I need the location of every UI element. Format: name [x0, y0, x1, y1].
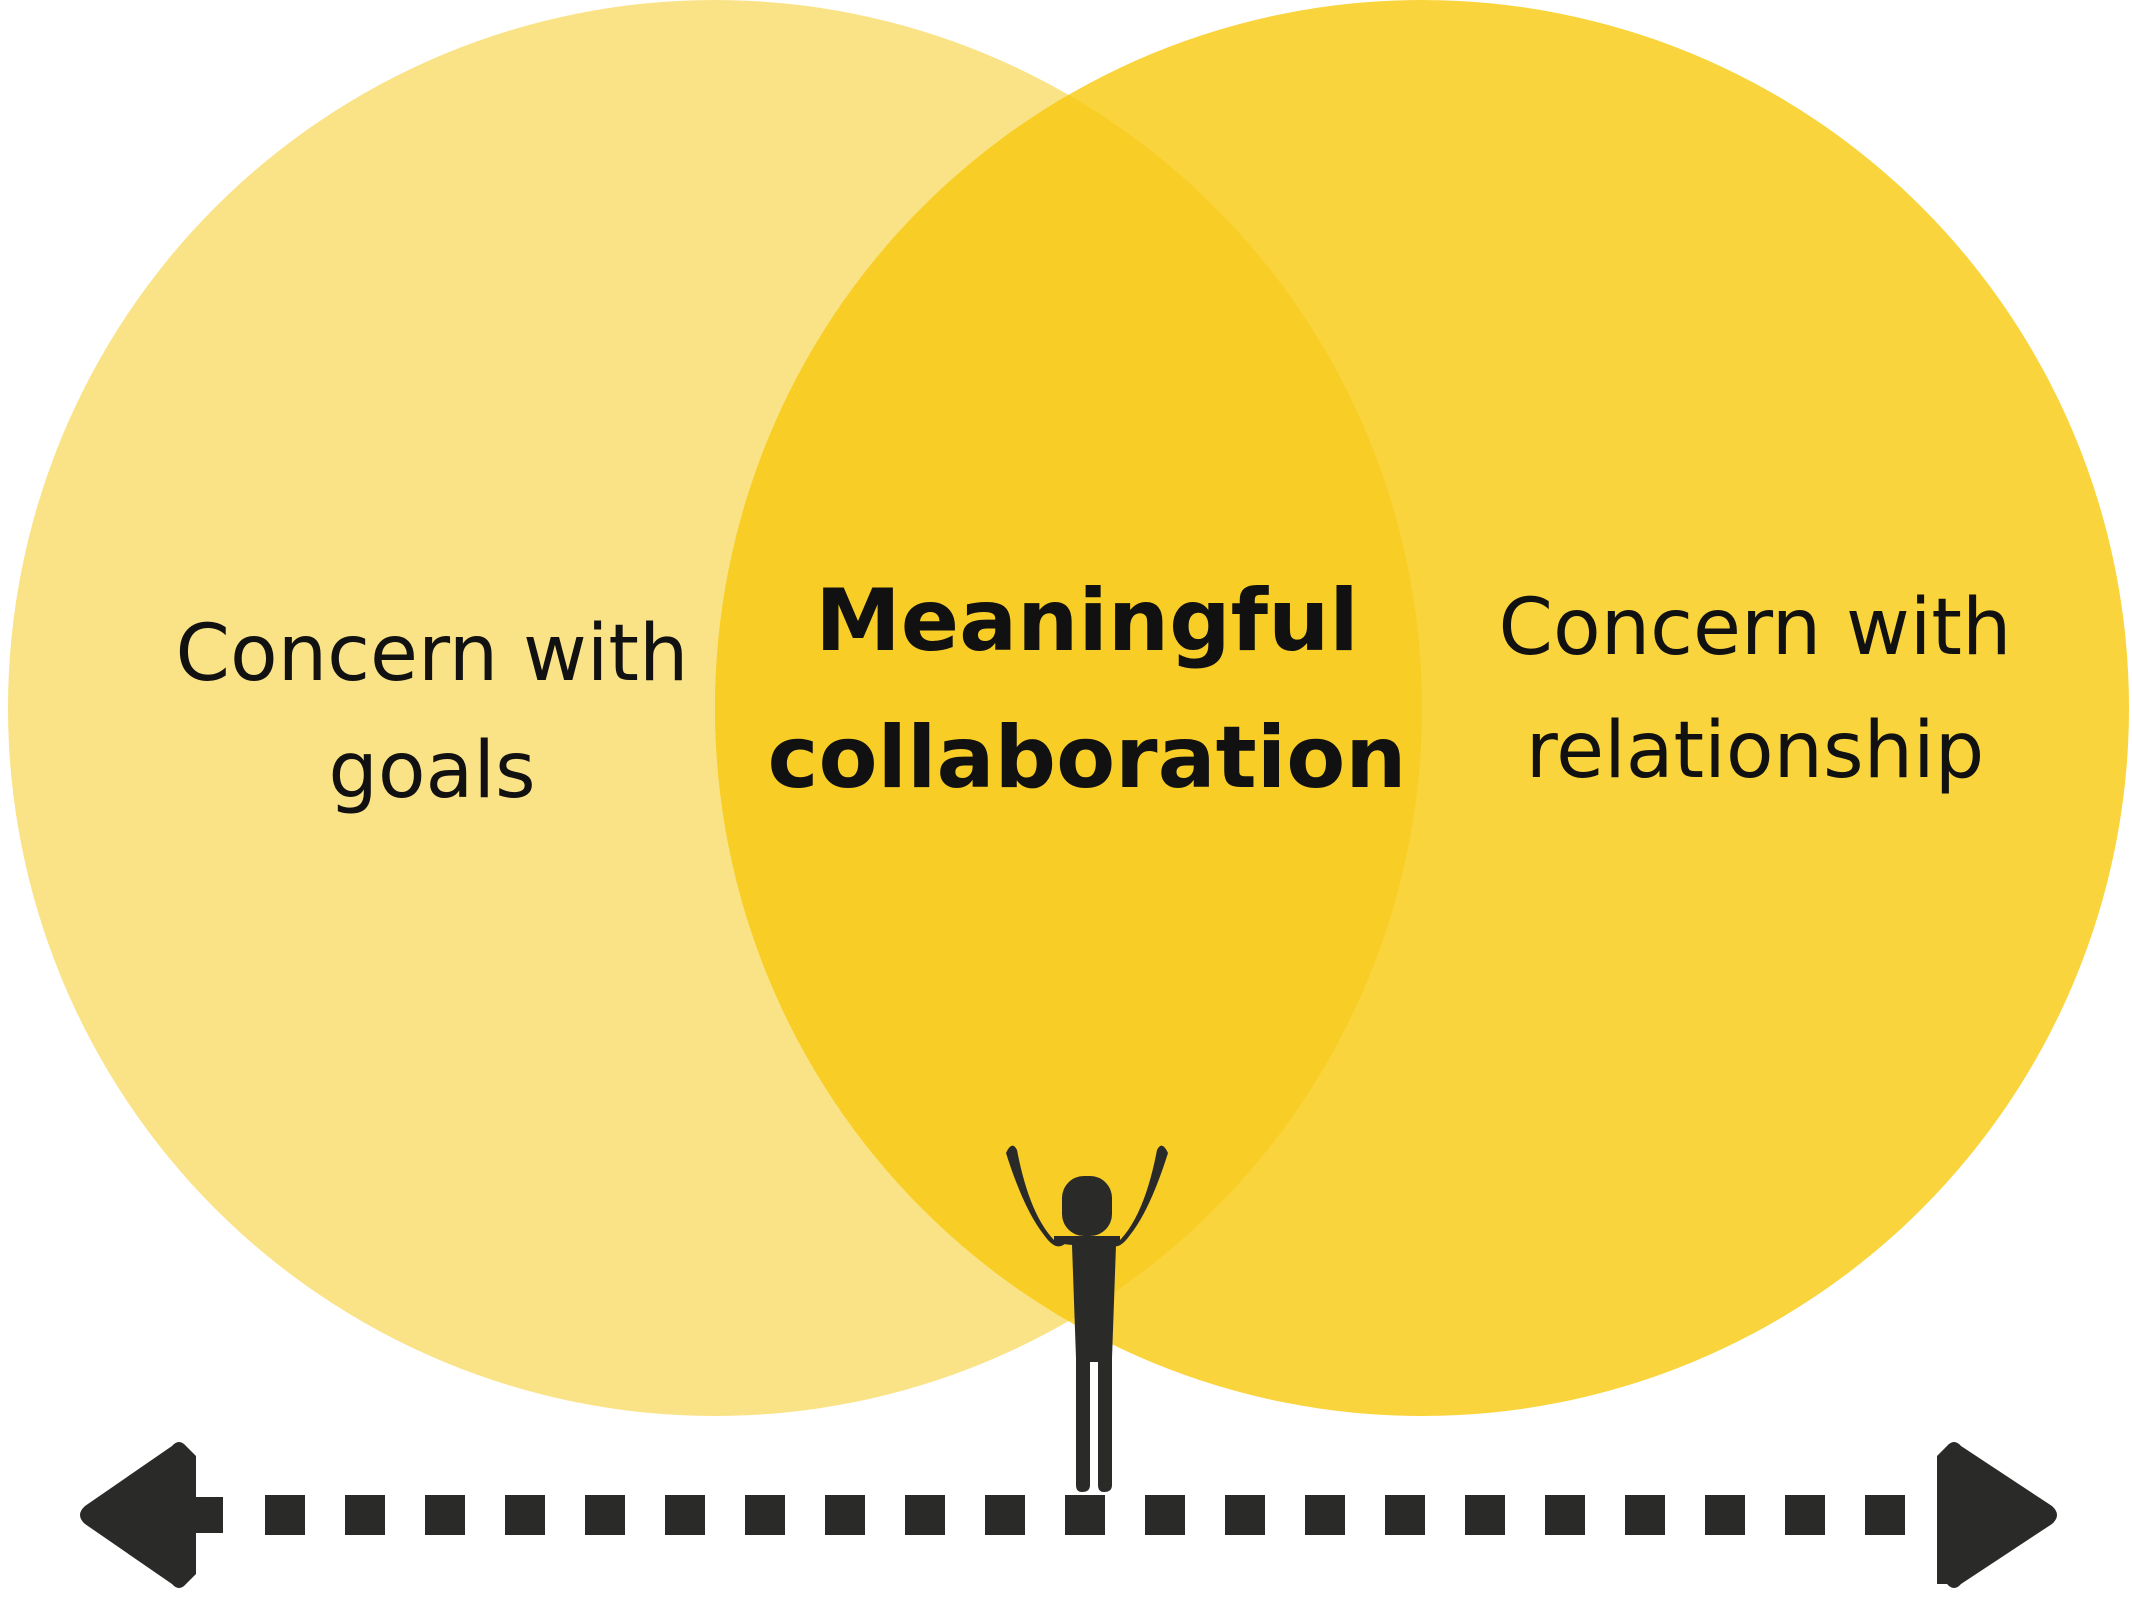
- dash-segment: [1705, 1495, 1745, 1535]
- dash-segment: [585, 1495, 625, 1535]
- dash-segment: [1865, 1495, 1905, 1535]
- left-circle-label-line2: goals: [328, 726, 535, 816]
- dash-segment: [1785, 1495, 1825, 1535]
- dash-segment: [505, 1495, 545, 1535]
- left-circle-label: Concern with goals: [176, 609, 689, 816]
- dash-segment: [825, 1495, 865, 1535]
- double-arrow: [80, 1442, 2057, 1588]
- person-arms-raised-icon: [1006, 1145, 1168, 1492]
- dash-segment: [745, 1495, 785, 1535]
- person-arm-right: [1106, 1145, 1168, 1247]
- overlap-label-line2: collaboration: [767, 708, 1406, 808]
- person-body: [1054, 1236, 1120, 1492]
- dash-segment: [1065, 1495, 1105, 1535]
- dash-segment: [425, 1495, 465, 1535]
- arrow-right-icon: [1937, 1442, 2057, 1588]
- dash-segment: [985, 1495, 1025, 1535]
- dash-segment: [1145, 1495, 1185, 1535]
- left-circle-label-line1: Concern with: [176, 609, 689, 699]
- dash-segment: [1385, 1495, 1425, 1535]
- dash-segment: [1625, 1495, 1665, 1535]
- right-circle-label-line1: Concern with: [1499, 583, 2012, 673]
- dash-segment: [345, 1495, 385, 1535]
- person-head-lower: [1062, 1176, 1112, 1236]
- dash-segment: [1545, 1495, 1585, 1535]
- arrow-left-icon: [80, 1442, 223, 1588]
- right-circle-label-line2: relationship: [1526, 706, 1984, 796]
- dash-segment: [1465, 1495, 1505, 1535]
- dash-segment: [665, 1495, 705, 1535]
- dashed-line: [265, 1495, 1905, 1535]
- person-arm-left: [1006, 1145, 1068, 1247]
- overlap-region: [715, 0, 1422, 1416]
- overlap-label: Meaningful collaboration: [767, 571, 1406, 808]
- dash-segment: [905, 1495, 945, 1535]
- dash-segment: [1225, 1495, 1265, 1535]
- dash-segment: [265, 1495, 305, 1535]
- right-circle-label: Concern with relationship: [1499, 583, 2012, 796]
- dash-segment: [1305, 1495, 1345, 1535]
- overlap-label-line1: Meaningful: [815, 571, 1359, 671]
